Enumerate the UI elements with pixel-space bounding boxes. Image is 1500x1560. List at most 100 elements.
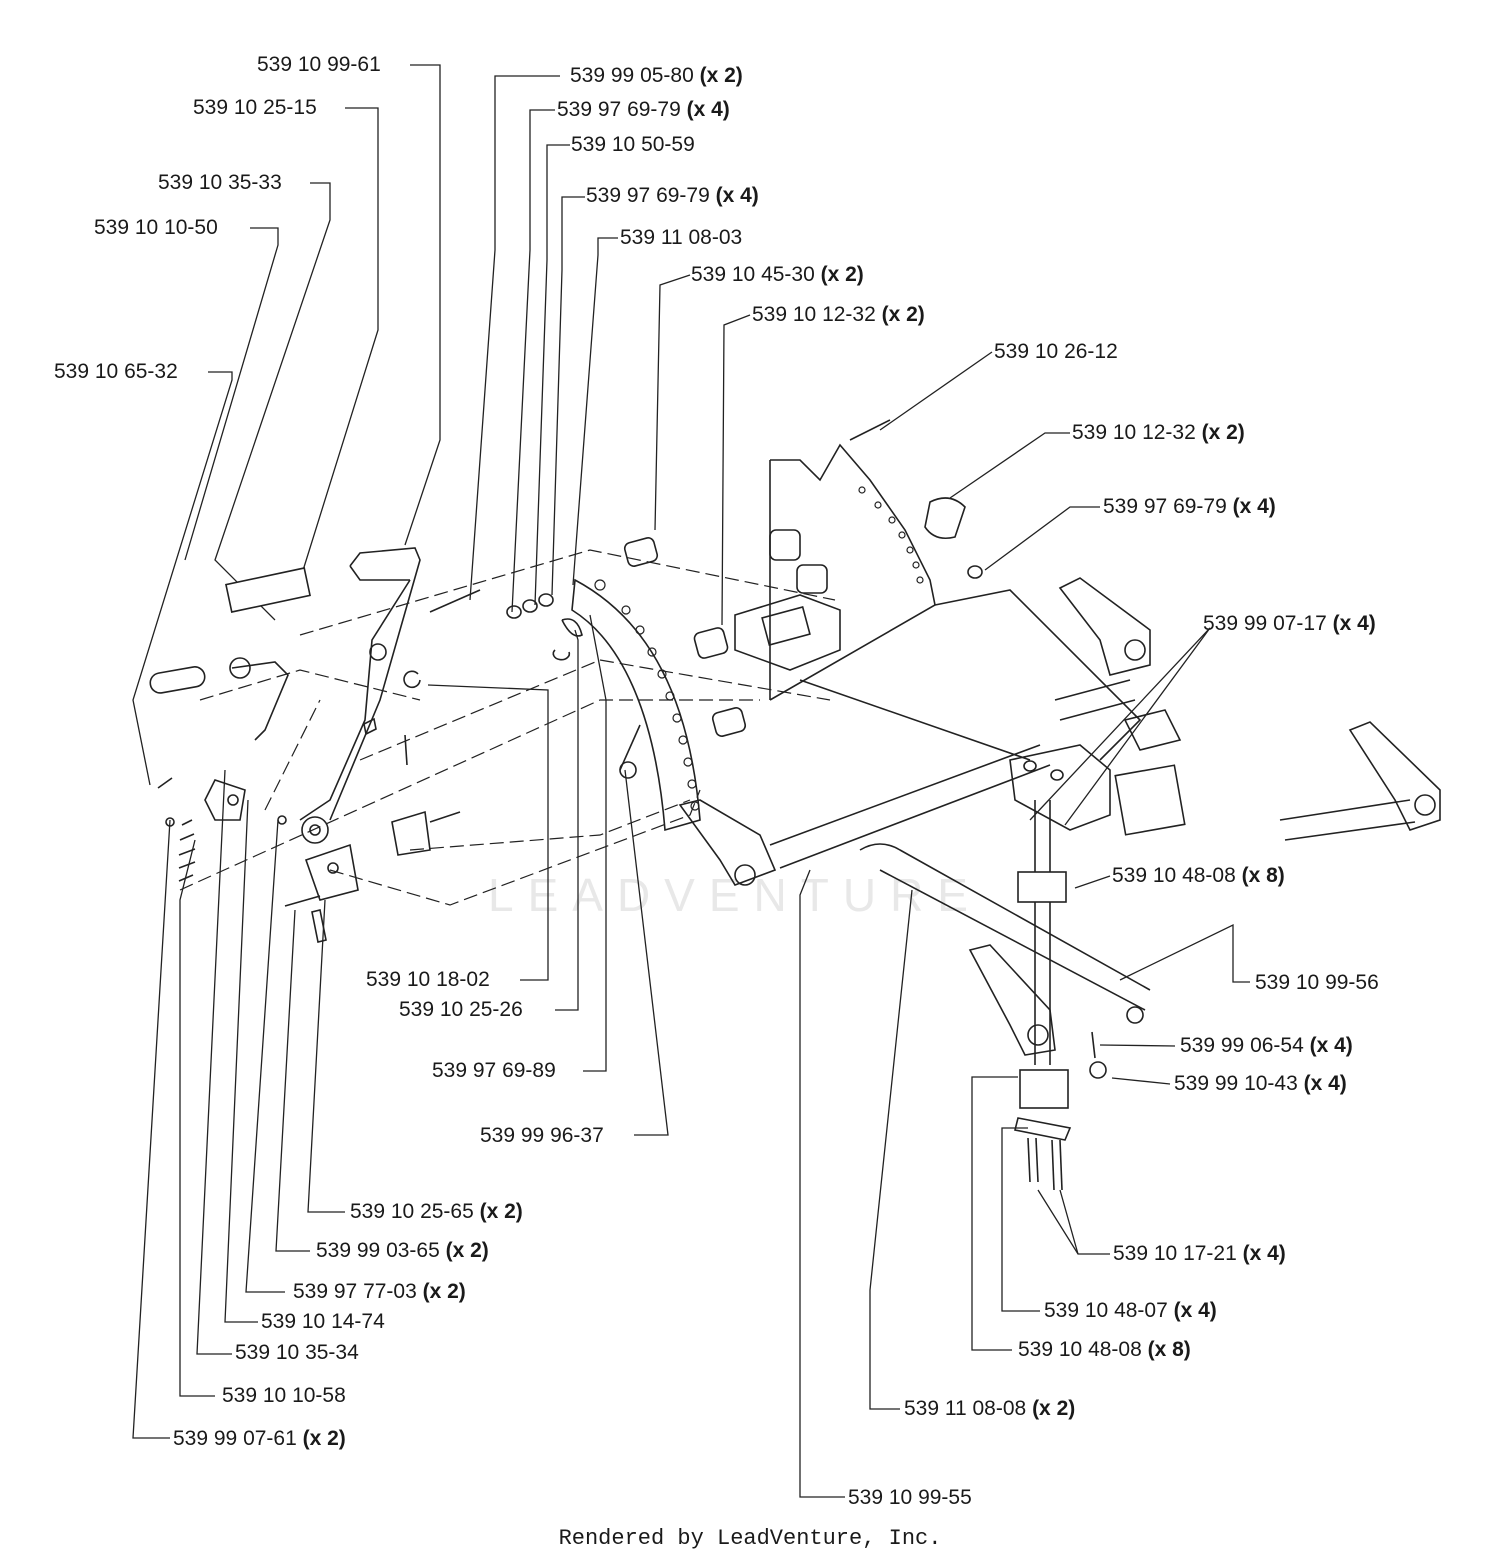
part-label: 539 10 65-32 [54, 360, 178, 384]
part-quantity: (x 4) [686, 98, 730, 121]
part-number: 539 10 26-12 [994, 340, 1118, 363]
part-label: 539 10 10-50 [94, 216, 218, 240]
part-label: 539 10 35-33 [158, 171, 282, 195]
part-number: 539 10 48-07 [1044, 1299, 1168, 1322]
part-quantity: (x 8) [1241, 864, 1285, 887]
part-number: 539 99 07-17 [1203, 612, 1327, 635]
part-quantity: (x 2) [302, 1427, 346, 1450]
part-quantity: (x 2) [445, 1239, 489, 1262]
part-label: 539 10 50-59 [571, 133, 695, 157]
part-quantity: (x 2) [820, 263, 864, 286]
part-number: 539 10 99-61 [257, 53, 381, 76]
part-number: 539 11 08-08 [904, 1397, 1027, 1420]
part-label: 539 99 07-17(x 4) [1203, 612, 1376, 636]
part-number: 539 99 03-65 [316, 1239, 440, 1262]
part-number: 539 99 05-80 [570, 64, 694, 87]
part-label: 539 10 99-61 [257, 53, 381, 77]
part-quantity: (x 4) [715, 184, 759, 207]
part-label: 539 10 45-30(x 2) [691, 263, 864, 287]
leader-lines [132, 64, 1250, 1498]
part-quantity: (x 4) [1242, 1242, 1286, 1265]
part-label: 539 11 08-03 [620, 226, 742, 250]
part-label: 539 97 69-79(x 4) [586, 184, 759, 208]
part-label: 539 10 99-55 [848, 1486, 972, 1510]
part-number: 539 97 69-79 [586, 184, 710, 207]
part-number: 539 10 99-55 [848, 1486, 972, 1509]
part-number: 539 10 65-32 [54, 360, 178, 383]
part-label: 539 10 10-58 [222, 1384, 346, 1408]
part-label: 539 10 12-32(x 2) [752, 303, 925, 327]
part-quantity: (x 2) [1201, 421, 1245, 444]
part-quantity: (x 4) [1309, 1034, 1353, 1057]
part-label: 539 99 96-37 [480, 1124, 604, 1148]
part-number: 539 10 12-32 [752, 303, 876, 326]
part-number: 539 10 35-34 [235, 1341, 359, 1364]
part-number: 539 99 10-43 [1174, 1072, 1298, 1095]
part-label: 539 10 48-08(x 8) [1018, 1338, 1191, 1362]
part-label: 539 10 35-34 [235, 1341, 359, 1365]
part-quantity: (x 4) [1332, 612, 1376, 635]
part-label: 539 10 14-74 [261, 1310, 385, 1334]
part-label: 539 99 06-54(x 4) [1180, 1034, 1353, 1058]
bushings-nuts [429, 419, 983, 737]
part-number: 539 97 69-79 [1103, 495, 1227, 518]
part-label: 539 10 18-02 [366, 968, 490, 992]
part-number: 539 99 06-54 [1180, 1034, 1304, 1057]
part-label: 539 11 08-08(x 2) [904, 1397, 1075, 1421]
part-number: 539 10 25-26 [399, 998, 523, 1021]
part-label: 539 99 05-80(x 2) [570, 64, 743, 88]
part-quantity: (x 8) [1147, 1338, 1191, 1361]
part-number: 539 10 48-08 [1018, 1338, 1142, 1361]
part-label: 539 97 69-79(x 4) [1103, 495, 1276, 519]
part-label: 539 10 25-65(x 2) [350, 1200, 523, 1224]
part-quantity: (x 4) [1173, 1299, 1217, 1322]
part-quantity: (x 2) [422, 1280, 466, 1303]
part-number: 539 10 35-33 [158, 171, 282, 194]
part-number: 539 97 69-79 [557, 98, 681, 121]
slotted-quadrant-arc [552, 578, 701, 832]
foot-pedal-assembly [225, 547, 421, 844]
part-number: 539 10 48-08 [1112, 864, 1236, 887]
left-linkage-parts [149, 657, 461, 943]
part-label: 539 99 10-43(x 4) [1174, 1072, 1347, 1096]
part-number: 539 10 99-56 [1255, 971, 1379, 994]
rendered-by-footer: Rendered by LeadVenture, Inc. [558, 1526, 942, 1551]
part-label: 539 99 07-61(x 2) [173, 1427, 346, 1451]
part-number: 539 10 10-50 [94, 216, 218, 239]
part-number: 539 10 45-30 [691, 263, 815, 286]
assembly-dashed-lines [179, 549, 836, 906]
part-number: 539 10 14-74 [261, 1310, 385, 1333]
main-bracket-plate [734, 443, 1142, 761]
part-number: 539 11 08-03 [620, 226, 743, 249]
watermark-text: LEADVENTURE [488, 869, 982, 921]
part-label: 539 10 48-08(x 8) [1112, 864, 1285, 888]
part-quantity: (x 4) [1232, 495, 1276, 518]
part-quantity: (x 2) [1032, 1397, 1076, 1420]
part-quantity: (x 2) [699, 64, 743, 87]
part-label: 539 10 12-32(x 2) [1072, 421, 1245, 445]
part-number: 539 10 17-21 [1113, 1242, 1237, 1265]
part-number: 539 10 18-02 [366, 968, 490, 991]
part-label: 539 97 77-03(x 2) [293, 1280, 466, 1304]
rear-arms-shafts [678, 577, 1441, 1056]
part-label: 539 10 48-07(x 4) [1044, 1299, 1217, 1323]
part-number: 539 97 69-89 [432, 1059, 556, 1082]
part-quantity: (x 4) [1303, 1072, 1347, 1095]
part-number: 539 99 07-61 [173, 1427, 297, 1450]
part-label: 539 10 25-15 [193, 96, 317, 120]
part-number: 539 10 25-15 [193, 96, 317, 119]
part-quantity: (x 2) [881, 303, 925, 326]
part-label: 539 97 69-79(x 4) [557, 98, 730, 122]
part-label: 539 97 69-89 [432, 1059, 556, 1083]
part-quantity: (x 2) [479, 1200, 523, 1223]
part-label: 539 10 17-21(x 4) [1113, 1242, 1286, 1266]
part-number: 539 10 10-58 [222, 1384, 346, 1407]
part-label: 539 10 26-12 [994, 340, 1118, 364]
part-number: 539 97 77-03 [293, 1280, 417, 1303]
part-number: 539 10 25-65 [350, 1200, 474, 1223]
clamp-blocks-bolts [1014, 760, 1107, 1191]
part-label: 539 10 99-56 [1255, 971, 1379, 995]
part-number: 539 10 50-59 [571, 133, 695, 156]
